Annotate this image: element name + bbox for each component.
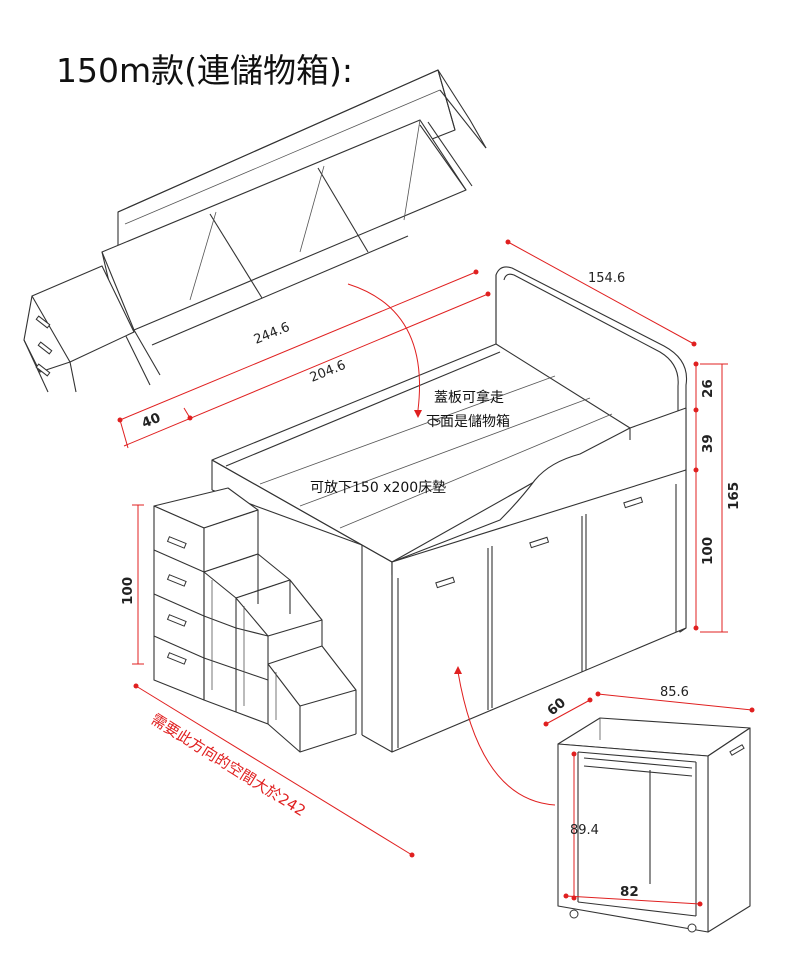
wardrobe-pointer-arrowhead xyxy=(454,666,462,674)
dim-total-height-label: 165 xyxy=(726,482,742,510)
dim-bed-length-label: 204.6 xyxy=(308,358,348,386)
dim-base-height-label: 100 xyxy=(700,537,716,565)
dimension-lines xyxy=(117,239,755,907)
dim-wardrobe-inner-label: 82 xyxy=(620,884,639,900)
dim-wardrobe-depth-label: 60 xyxy=(544,695,569,719)
dim-stair-height-label: 100 xyxy=(120,577,136,605)
wardrobe-pointer-arrow xyxy=(457,671,556,806)
dim-headboard-mid-label: 39 xyxy=(700,434,716,453)
space-requirement-note: 需要此方向的空間大於242 xyxy=(148,710,309,820)
lid-pointer-arrowhead xyxy=(414,410,422,418)
bed-body-illustration xyxy=(211,266,688,753)
mattress-size-note: 可放下150 x200床墊 xyxy=(310,480,446,496)
dim-total-length-label: 244.6 xyxy=(252,320,292,348)
dim-wardrobe-width-label: 85.6 xyxy=(660,685,689,700)
diagram-heading: 150m款(連儲物箱): xyxy=(56,51,353,90)
stair-unit-illustration xyxy=(153,487,357,753)
exploded-lid-illustration xyxy=(23,69,487,393)
storage-below-note: 下面是儲物箱 xyxy=(426,414,510,430)
lid-removable-note: 蓋板可拿走 xyxy=(434,389,504,406)
dim-depth-label: 154.6 xyxy=(588,271,625,286)
dim-headboard-top-label: 26 xyxy=(700,379,716,398)
dim-wardrobe-height-label: 89.4 xyxy=(570,823,599,838)
dim-stair-depth-label: 40 xyxy=(140,410,163,432)
wardrobe-illustration xyxy=(557,717,751,933)
